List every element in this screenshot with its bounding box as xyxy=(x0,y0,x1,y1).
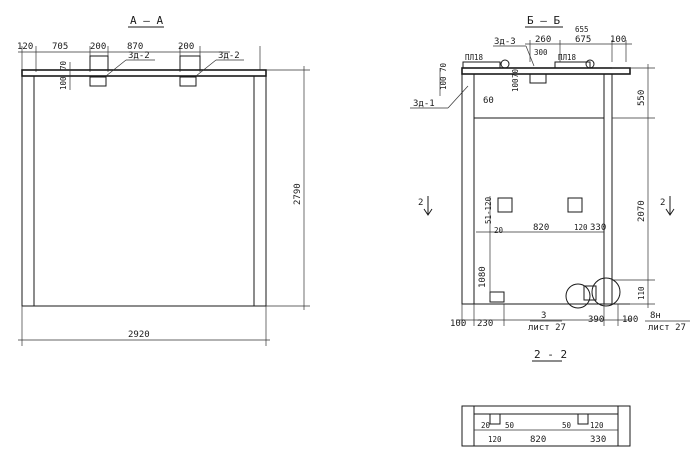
dim-bb-mid-right-0: 120 xyxy=(574,223,588,232)
ref-bb-left-sheet: лист 27 xyxy=(528,323,566,333)
dim-bb-top-0: 260 xyxy=(535,35,551,45)
bb-left-wall xyxy=(461,73,475,305)
dim-bb-top-1: 675 xyxy=(575,35,591,45)
dim-bb-60: 60 xyxy=(483,96,494,106)
dim-bb-left-top-0: 100 xyxy=(439,76,448,90)
dim-bb-right-1: 2070 xyxy=(637,200,647,222)
dim-bb-mid-small-0: 100 xyxy=(511,78,520,92)
dim-bb-mid-small-1: 70 xyxy=(511,68,520,78)
dim-bb-right-0: 550 xyxy=(637,90,647,106)
tag-bb-zd3: 3д-3 xyxy=(494,37,516,47)
dim-gg-1: 50 xyxy=(505,421,515,430)
section-b-b: Б — Б 655 260 675 100 300 3д-3 ПЛ18 ПЛ18… xyxy=(410,14,690,333)
dim-aa-right: 2790 xyxy=(293,183,303,205)
dim-aa-left-small-1: 70 xyxy=(59,60,68,70)
aa-left-wall xyxy=(21,75,35,307)
section-a-a-title: А — А xyxy=(130,14,163,27)
dim-gg-3: 50 xyxy=(562,421,572,430)
dim-aa-top-4: 200 xyxy=(178,42,194,52)
ref-bb-right-num: 8н xyxy=(650,311,661,321)
bb-detail-circle-right xyxy=(591,277,621,307)
dim-bb-bottom-0: 100 xyxy=(450,319,466,329)
ref-bb-left-num: 3 xyxy=(541,311,546,321)
dim-aa-left-small-0: 100 xyxy=(59,76,68,90)
tag-bb-zd1: 3д-1 xyxy=(413,99,435,109)
dim-gg-5: 120 xyxy=(488,435,502,444)
dim-gg-0: 20 xyxy=(481,421,491,430)
dim-gg-4: 120 xyxy=(590,421,604,430)
dim-bb-bottom-2: 390 xyxy=(588,315,604,325)
dim-gg-2: 820 xyxy=(530,435,546,445)
tag-aa-zd2-right: 3д-2 xyxy=(218,51,240,61)
bb-top-slab xyxy=(461,67,631,75)
dim-bb-inner-left-1: 51-120 xyxy=(484,196,493,224)
dim-bb-bottom-3: 100 xyxy=(622,315,638,325)
note-bb-top: 655 xyxy=(575,25,589,34)
dim-aa-top-3: 870 xyxy=(127,42,143,52)
section-b-b-title: Б — Б xyxy=(527,14,560,27)
dim-bb-inner-left-0: 1080 xyxy=(478,266,488,288)
cut-bb-right: 2 xyxy=(660,198,665,208)
bb-detail-circle-left xyxy=(565,283,591,309)
dim-aa-top-2: 200 xyxy=(90,42,106,52)
section-a-a: А — А 120 705 200 870 200 100 70 3д-2 xyxy=(17,14,310,346)
dim-gg-6: 330 xyxy=(590,435,606,445)
plate-bb-right: ПЛ18 xyxy=(558,53,577,62)
note-bb-300: 300 xyxy=(534,48,548,57)
section-2-2: 2 - 2 20 50 820 50 120 120 330 xyxy=(461,348,631,447)
dim-bb-top-2: 100 xyxy=(610,35,626,45)
dim-aa-top-1: 705 xyxy=(52,42,68,52)
dim-bb-mid: 820 xyxy=(533,223,549,233)
dim-aa-bottom: 2920 xyxy=(128,330,150,340)
dim-bb-mid-right-1: 330 xyxy=(590,223,606,233)
dim-bb-left-top-1: 70 xyxy=(439,62,448,72)
tag-aa-zd2-left: 3д-2 xyxy=(128,51,150,61)
cut-bb-left: 2 xyxy=(418,198,423,208)
aa-top-slab xyxy=(21,69,267,77)
ref-bb-right-sheet: лист 27 xyxy=(648,323,686,333)
dim-bb-right-2: 110 xyxy=(637,286,646,300)
dim-bb-bottom-1: 230 xyxy=(477,319,493,329)
dim-aa-top-0: 120 xyxy=(17,42,33,52)
dim-bb-20: 20 xyxy=(494,226,504,235)
section-2-2-title: 2 - 2 xyxy=(534,348,567,361)
plate-bb-left: ПЛ18 xyxy=(465,53,484,62)
aa-right-wall xyxy=(253,75,267,307)
